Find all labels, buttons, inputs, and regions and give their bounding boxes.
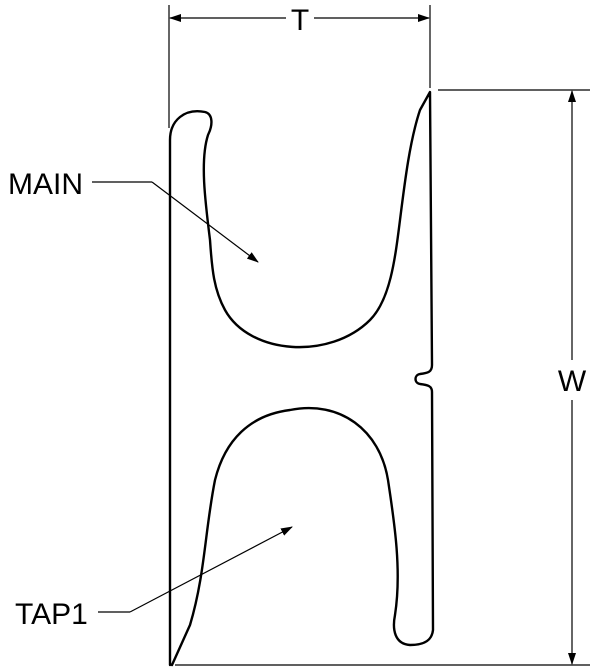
main-leader-arrow [151, 181, 259, 263]
main-label: MAIN [8, 168, 83, 201]
w-label: W [558, 365, 587, 398]
connector-outline [168, 90, 435, 667]
t-label: T [291, 4, 309, 37]
tap-label: TAP1 [15, 598, 88, 631]
tap-leader-arrow [129, 526, 293, 613]
